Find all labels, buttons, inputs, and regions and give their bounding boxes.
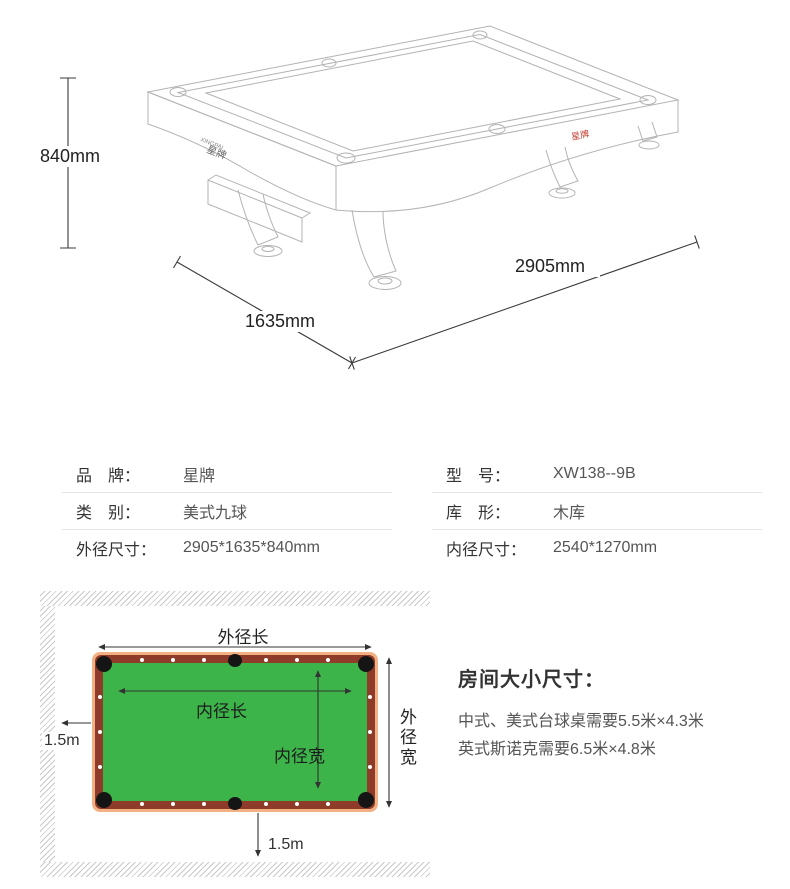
rail-sight-dots (90, 650, 94, 654)
table-rail (95, 655, 375, 809)
table-sketch (146, 25, 680, 290)
spec-value: 美式九球 (183, 505, 248, 522)
wall-hatch-bottom (40, 862, 430, 877)
spec-label: 外径尺寸： (76, 542, 157, 559)
pocket-bottom-right (358, 792, 374, 808)
spec-value: 2540*1270mm (553, 539, 658, 556)
spec-label: 内径尺寸： (446, 542, 527, 559)
spec-label: 型 号： (446, 468, 511, 485)
room-size-line-1: 中式、美式台球桌需要5.5米×4.3米 (458, 713, 704, 730)
brand-mark-right: 星牌 (570, 128, 590, 142)
pool-table-top-view (92, 652, 378, 812)
outer-width-label: 外径宽 (397, 708, 416, 768)
inner-length-label: 内径长 (196, 702, 247, 721)
table-felt (103, 663, 367, 801)
spec-value: 2905*1635*840mm (183, 539, 320, 556)
spec-row-category: 类 别： 美式九球 (62, 493, 392, 530)
spec-row-inner-size: 内径尺寸： 2540*1270mm (432, 530, 762, 566)
dimension-lines (60, 77, 700, 370)
outer-length-label: 外径长 (217, 628, 269, 647)
depth-dimension-label: 1635mm (231, 311, 329, 332)
pocket-top-left (96, 656, 112, 672)
height-dimension-label: 840mm (28, 146, 112, 167)
spec-table-right: 型 号： XW138--9B 库 形： 木库 内径尺寸： 2540*1270mm (432, 456, 762, 566)
wall-hatch-top (40, 591, 430, 606)
pocket-bottom-left (96, 792, 112, 808)
spec-label: 库 形： (446, 505, 511, 522)
spec-value: 木库 (553, 505, 586, 522)
brand-mark-en: XINGPAI (199, 137, 224, 151)
pocket-top-right (358, 656, 374, 672)
bottom-clearance-label: 1.5m (266, 836, 306, 854)
spec-value: 星牌 (183, 468, 216, 485)
room-size-line-2: 英式斯诺克需要6.5米×4.8米 (458, 741, 656, 758)
length-dimension-label: 2905mm (500, 256, 600, 277)
spec-label: 类 别： (76, 505, 141, 522)
brand-mark-cn: 星牌 (205, 143, 228, 162)
pocket-top-middle (228, 654, 242, 667)
spec-row-model: 型 号： XW138--9B (432, 456, 762, 493)
spec-value: XW138--9B (553, 465, 636, 482)
spec-row-brand: 品 牌： 星牌 (62, 456, 392, 493)
spec-row-cushion: 库 形： 木库 (432, 493, 762, 530)
spec-table-left: 品 牌： 星牌 类 别： 美式九球 外径尺寸： 2905*1635*840mm (62, 456, 392, 566)
pocket-bottom-middle (228, 797, 242, 810)
spec-label: 品 牌： (76, 468, 141, 485)
left-clearance-label: 1.5m (42, 732, 82, 750)
inner-width-label: 内径宽 (274, 747, 325, 766)
room-size-title: 房间大小尺寸： (458, 669, 605, 691)
spec-row-outer-size: 外径尺寸： 2905*1635*840mm (62, 530, 392, 566)
